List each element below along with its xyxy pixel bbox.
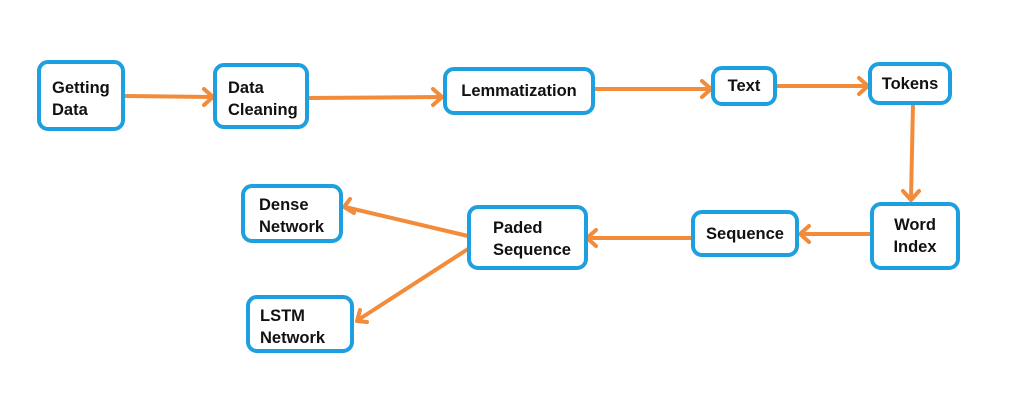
edge-data-cleaning-to-lemmatization: [306, 87, 444, 107]
edge-getting-data-to-data-cleaning: [122, 87, 215, 107]
node-lemmatization: Lemmatization: [443, 67, 595, 115]
node-sequence: Sequence: [691, 210, 799, 257]
node-text: Text: [711, 66, 777, 106]
node-lstm-network: LSTM Network: [246, 295, 354, 353]
edge-tokens-to-word-index: [901, 102, 921, 202]
edge-text-to-tokens: [774, 76, 870, 96]
edge-word-index-to-sequence: [798, 224, 873, 244]
node-getting-data: Getting Data: [37, 60, 125, 131]
node-paded-sequence: Paded Sequence: [467, 205, 588, 270]
edge-paded-sequence-to-dense-network: [342, 197, 470, 238]
edge-sequence-to-paded-sequence: [585, 228, 693, 248]
edge-lemmatization-to-text: [592, 79, 713, 99]
node-dense-network: Dense Network: [241, 184, 343, 243]
node-tokens: Tokens: [868, 62, 952, 105]
edge-paded-sequence-to-lstm-network: [355, 247, 470, 324]
node-word-index: Word Index: [870, 202, 960, 270]
node-data-cleaning: Data Cleaning: [213, 63, 309, 129]
